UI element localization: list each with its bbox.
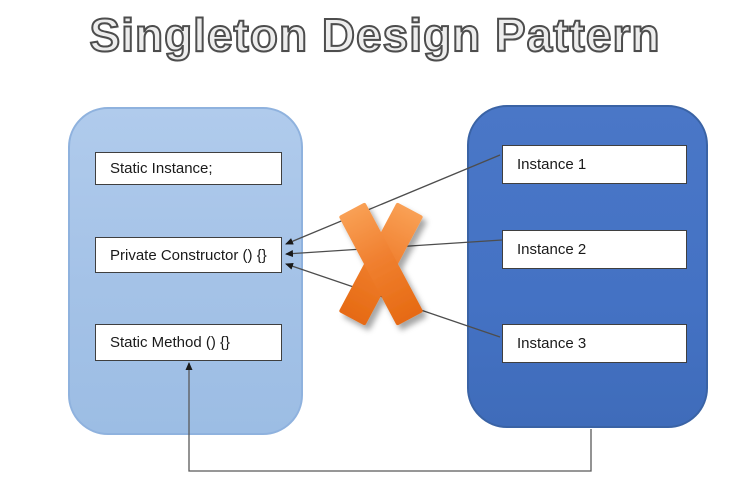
page-title: Singleton Design Pattern <box>89 8 661 62</box>
instances-container: Instance 1 Instance 2 Instance 3 <box>467 105 708 428</box>
instance-3-box: Instance 3 <box>502 324 687 363</box>
instance-2-box: Instance 2 <box>502 230 687 269</box>
instance-1-box: Instance 1 <box>502 145 687 184</box>
private-constructor-box: Private Constructor () {} <box>95 237 282 273</box>
multiply-x-icon <box>339 202 423 326</box>
static-instance-box: Static Instance; <box>95 152 282 185</box>
singleton-class-container: Static Instance; Private Constructor () … <box>68 107 303 435</box>
static-method-box: Static Method () {} <box>95 324 282 361</box>
